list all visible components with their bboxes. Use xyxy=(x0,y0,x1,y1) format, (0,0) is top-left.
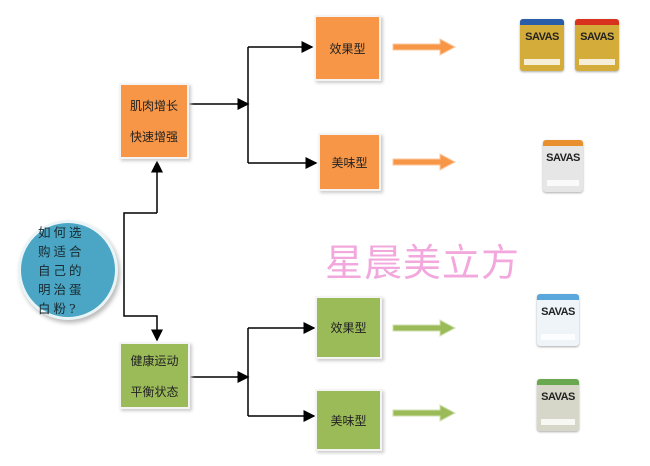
product-package-image: SAVAS xyxy=(537,379,579,431)
product-package-image: SAVAS xyxy=(543,140,583,192)
arrow-icon xyxy=(392,319,457,337)
brand-logo: SAVAS xyxy=(580,31,614,43)
product-package-image: SAVAS xyxy=(520,19,564,71)
taste-type-box: 美味型 xyxy=(315,389,382,451)
arrow-icon xyxy=(392,404,457,422)
arrow-icon xyxy=(392,153,457,171)
product-package-image: SAVAS xyxy=(575,19,619,71)
arrow-icon xyxy=(392,38,457,56)
product-arrows xyxy=(392,38,457,422)
type-label: 效果型 xyxy=(330,321,367,335)
box-line: 肌肉增长 xyxy=(129,99,178,113)
brand-logo: SAVAS xyxy=(546,152,580,164)
effect-type-box: 效果型 xyxy=(315,296,382,359)
type-label: 美味型 xyxy=(330,413,367,428)
effect-type-box: 效果型 xyxy=(314,15,381,81)
brand-logo: SAVAS xyxy=(541,391,575,403)
product-package-image: SAVAS xyxy=(537,294,579,346)
brand-logo: SAVAS xyxy=(541,306,575,318)
muscle-growth-box: 肌肉增长 快速增强 xyxy=(119,83,189,159)
healthy-exercise-box: 健康运动 平衡状态 xyxy=(119,342,190,409)
type-label: 美味型 xyxy=(331,155,368,170)
taste-type-box: 美味型 xyxy=(318,133,381,191)
question-circle: 如何选购适合自己的明治蛋白粉? xyxy=(18,220,118,320)
question-text: 如何选购适合自己的明治蛋白粉? xyxy=(38,224,85,316)
brand-logo: SAVAS xyxy=(525,31,559,43)
box-line: 健康运动 xyxy=(130,353,179,368)
box-line: 快速增强 xyxy=(129,130,178,144)
watermark: 星晨美立方 xyxy=(325,241,521,285)
type-label: 效果型 xyxy=(329,41,366,56)
box-line: 平衡状态 xyxy=(130,384,179,399)
